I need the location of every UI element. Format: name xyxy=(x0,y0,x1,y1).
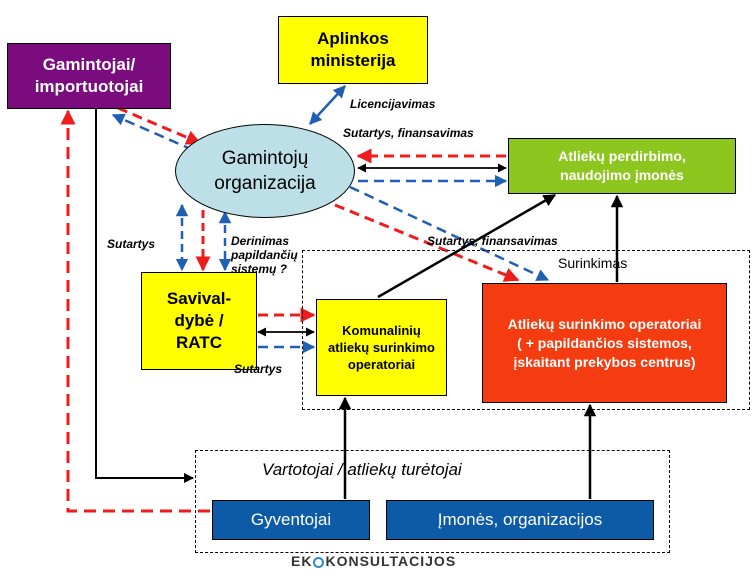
ministry-box: Aplinkos ministerija xyxy=(278,16,428,84)
contracts-financing-label-bottom: Sutartys, finansavimas xyxy=(427,234,558,248)
collection-area-title: Surinkimas xyxy=(558,255,628,271)
ekokonsultacijos-logo: EK KONSULTACIJOS xyxy=(291,553,456,569)
residents-label: Gyventojai xyxy=(250,510,332,529)
companies-label: Įmonės, organizacijos xyxy=(437,510,603,529)
collection-operators-label: Atliekų surinkimo operatoriai ( + papild… xyxy=(507,315,702,370)
ministry-label: Aplinkos ministerija xyxy=(310,29,396,70)
residents-box: Gyventojai xyxy=(212,500,370,540)
producer-org-label: Gamintojų organizacija xyxy=(214,148,316,194)
municipal-operators-box: Komunalinių atliekų surinkimo operatoria… xyxy=(316,299,447,396)
contracts-label-left: Sutartys xyxy=(107,237,156,251)
contracts-financing-label-top: Sutartys, finansavimas xyxy=(343,126,474,140)
coordination-label: Derinimas papildančių sistemų ? xyxy=(231,234,298,276)
manufacturers-box: Gamintojai/ importuotojai xyxy=(7,43,171,109)
org-to-collection-blue-arrow xyxy=(349,185,550,282)
manufacturers-to-org-arrow xyxy=(117,106,202,145)
manufacturers-label: Gamintojai/ importuotojai xyxy=(34,55,144,96)
municipality-label: Savival-dybė / RATC xyxy=(166,289,232,352)
producer-org-ellipse: Gamintojų organizacija xyxy=(175,124,355,218)
recyclers-label: Atliekų perdirbimo, naudojimo įmonės xyxy=(558,148,686,183)
collection-operators-box: Atliekų surinkimo operatoriai ( + papild… xyxy=(482,283,727,403)
collection-area xyxy=(302,250,750,410)
municipal-operators-label: Komunalinių atliekų surinkimo operatoria… xyxy=(328,323,435,372)
manufacturers-to-consumers-arrow xyxy=(95,109,194,483)
contracts-label-bottom: Sutartys xyxy=(234,362,283,376)
logo-prefix: EK xyxy=(291,553,313,569)
municipality-box: Savival-dybė / RATC xyxy=(141,272,257,370)
licensing-arrow xyxy=(309,85,346,125)
logo-suffix: KONSULTACIJOS xyxy=(325,553,457,569)
logo-ring-icon xyxy=(313,557,325,568)
consumers-area-title: Vartotojai / atliekų turėtojai xyxy=(262,460,462,479)
licensing-label: Licencijavimas xyxy=(350,97,436,111)
org-to-collection-red-arrow xyxy=(334,203,520,282)
recyclers-box: Atliekų perdirbimo, naudojimo įmonės xyxy=(508,138,736,194)
ops-to-recyclers-arrow xyxy=(377,193,557,299)
consumers-to-manufacturers-arrow xyxy=(60,109,210,513)
consumers-area xyxy=(195,450,670,553)
companies-box: Įmonės, organizacijos xyxy=(386,500,654,540)
org-to-manufacturers-arrow xyxy=(111,113,194,152)
